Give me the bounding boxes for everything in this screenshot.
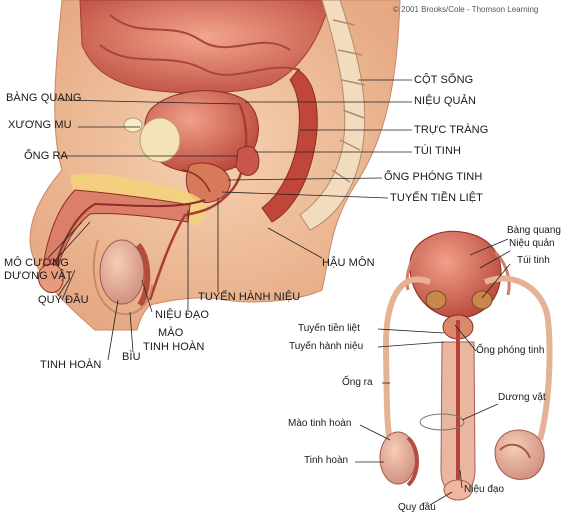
spine xyxy=(299,0,366,231)
label-f-tui-tinh: Túi tinh xyxy=(517,255,550,266)
prostate xyxy=(185,162,231,204)
scrotum xyxy=(92,239,153,315)
label-xuong-mu: XƯƠNG MU xyxy=(8,119,72,131)
label-tuyen-tien-liet: TUYẾN TIỀN LIỆT xyxy=(390,192,483,204)
label-hau-mon: HẬU MÔN xyxy=(322,257,375,269)
label-f-tuyen-hanh-nieu: Tuyến hành niệu xyxy=(289,341,364,352)
label-f-nieu-dao: Niệu đạo xyxy=(464,484,505,495)
label-tuyen-hanh-nieu: TUYẾN HÀNH NIỆU xyxy=(198,291,301,303)
label-mo-cuong-line1: MÔ CƯƠNG xyxy=(4,257,69,269)
seminal-vesicle xyxy=(235,145,260,176)
label-tinh-hoan: TINH HOÀN xyxy=(40,359,102,371)
frontal-testis-right xyxy=(494,429,545,480)
label-f-ong-phong-tinh: Ống phóng tinh xyxy=(476,345,545,356)
label-biu: BÌU xyxy=(122,351,141,363)
frontal-vas-left xyxy=(382,276,432,451)
label-f-duong-vat: Dương vật xyxy=(498,392,546,403)
leader-lines xyxy=(47,79,511,506)
frontal-ureters xyxy=(405,248,511,296)
label-mo-cuong-line2: DƯƠNG VẬT xyxy=(4,270,73,282)
label-truc-trang: TRỰC TRÀNG xyxy=(414,124,489,136)
frontal-penis-ring xyxy=(419,413,465,431)
penis xyxy=(41,189,191,281)
label-mao-line1: MÀO xyxy=(158,327,184,339)
epididymis xyxy=(135,242,151,307)
label-ong-phong-tinh: ỐNG PHÓNG TINH xyxy=(384,171,483,183)
sagittal-view xyxy=(29,0,401,331)
urethra xyxy=(51,199,206,279)
label-f-mao-tinh-hoan: Mào tinh hoàn xyxy=(288,418,352,429)
label-nieu-dao: NIỆU ĐẠO xyxy=(155,309,209,321)
label-ong-ra: ỐNG RA xyxy=(24,150,68,162)
label-f-nieu-quan: Niệu quản xyxy=(509,238,555,249)
pubic-bone xyxy=(139,117,181,163)
label-nieu-quan: NIỆU QUẢN xyxy=(414,95,477,107)
testis xyxy=(99,239,145,305)
label-cot-song: CỘT SỐNG xyxy=(414,74,474,86)
rectum xyxy=(261,69,318,223)
label-tui-tinh: TÚI TINH xyxy=(414,145,462,157)
glans xyxy=(37,263,64,294)
label-f-bang-quang: Bàng quang xyxy=(507,225,561,236)
label-quy-dau: QUY ĐẦU xyxy=(38,294,89,306)
label-mao-line2: TINH HOÀN xyxy=(143,341,205,353)
frontal-vas-right xyxy=(483,275,553,441)
copyright-text: © 2001 Brooks/Cole - Thomson Learning xyxy=(393,5,539,14)
frontal-glans xyxy=(443,479,473,501)
label-f-quy-dau: Quy đầu xyxy=(398,502,436,513)
label-f-tuyen-tien-liet: Tuyến tiền liệt xyxy=(298,323,360,334)
frontal-view xyxy=(379,230,553,501)
label-f-tinh-hoan: Tinh hoàn xyxy=(304,455,349,466)
label-f-ong-ra: Ống ra xyxy=(342,377,373,388)
label-bang-quang: BÀNG QUANG xyxy=(6,92,82,104)
